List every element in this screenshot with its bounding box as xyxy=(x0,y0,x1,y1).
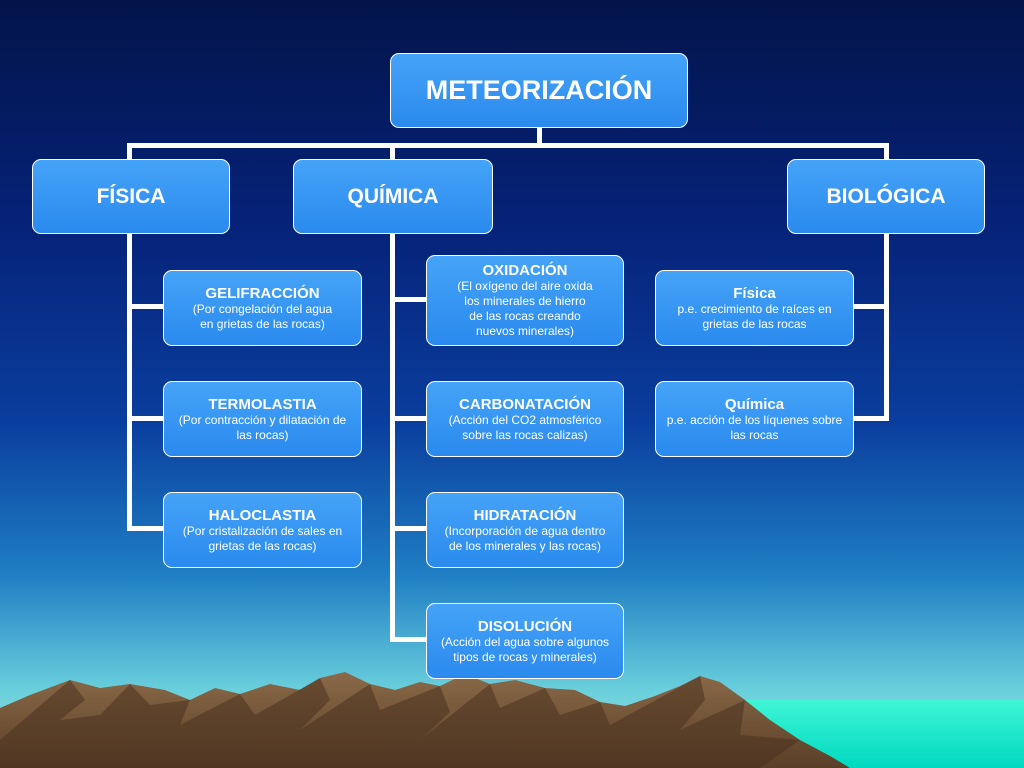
node-title: OXIDACIÓN xyxy=(482,262,568,279)
connector xyxy=(127,416,164,421)
node-gelifraccion: GELIFRACCIÓN (Por congelación del agua e… xyxy=(163,270,362,346)
node-description: (Por congelación del agua en grietas de … xyxy=(192,301,333,331)
connector xyxy=(537,127,542,147)
node-description: (Por contracción y dilatación de las roc… xyxy=(178,412,347,442)
node-title: HALOCLASTIA xyxy=(208,506,317,524)
node-meteorizacion: METEORIZACIÓN xyxy=(390,53,688,128)
node-title: TERMOLASTIA xyxy=(208,395,317,413)
node-title: BIOLÓGICA xyxy=(826,184,946,208)
node-biologica-fisica: Física p.e. crecimiento de raíces en gri… xyxy=(655,270,854,346)
connector xyxy=(390,233,395,642)
connector xyxy=(390,143,395,160)
connector xyxy=(390,297,427,302)
node-fisica: FÍSICA xyxy=(32,159,230,234)
node-description: (Acción del CO2 atmosférico sobre las ro… xyxy=(448,412,602,442)
node-title: Física xyxy=(733,284,776,302)
mountain-shadows xyxy=(0,676,800,768)
connector xyxy=(852,304,889,309)
node-title: Química xyxy=(724,395,785,413)
connector xyxy=(884,143,889,160)
node-title: GELIFRACCIÓN xyxy=(205,284,320,302)
connector xyxy=(127,143,132,160)
node-title: QUÍMICA xyxy=(347,184,439,208)
node-description: p.e. crecimiento de raíces en grietas de… xyxy=(677,301,832,331)
connector xyxy=(127,526,164,531)
node-haloclastia: HALOCLASTIA (Por cristalización de sales… xyxy=(163,492,362,568)
node-disolucion: DISOLUCIÓN (Acción del agua sobre alguno… xyxy=(426,603,624,679)
node-title: FÍSICA xyxy=(96,184,166,208)
node-biologica-quimica: Química p.e. acción de los líquenes sobr… xyxy=(655,381,854,457)
connector xyxy=(127,304,164,309)
node-description: p.e. acción de los líquenes sobre las ro… xyxy=(666,412,843,442)
connector xyxy=(390,416,427,421)
connector xyxy=(884,233,889,421)
connector xyxy=(127,233,132,531)
node-description: (Incorporación de agua dentro de los min… xyxy=(444,523,606,553)
connector xyxy=(127,143,889,148)
node-oxidacion: OXIDACIÓN (El oxígeno del aire oxida los… xyxy=(426,255,624,346)
node-description: (Por cristalización de sales en grietas … xyxy=(182,523,343,553)
node-quimica: QUÍMICA xyxy=(293,159,493,234)
node-title: DISOLUCIÓN xyxy=(477,617,573,635)
connector xyxy=(390,526,427,531)
connector xyxy=(852,416,889,421)
node-biologica: BIOLÓGICA xyxy=(787,159,985,234)
node-carbonatacion: CARBONATACIÓN (Acción del CO2 atmosféric… xyxy=(426,381,624,457)
node-termolastia: TERMOLASTIA (Por contracción y dilatació… xyxy=(163,381,362,457)
node-title: METEORIZACIÓN xyxy=(425,75,653,105)
node-hidratacion: HIDRATACIÓN (Incorporación de agua dentr… xyxy=(426,492,624,568)
node-description: (El oxígeno del aire oxida los minerales… xyxy=(457,279,593,338)
node-title: CARBONATACIÓN xyxy=(459,395,591,413)
node-title: HIDRATACIÓN xyxy=(473,506,577,524)
node-description: (Acción del agua sobre algunos tipos de … xyxy=(440,634,610,664)
connector xyxy=(390,637,427,642)
